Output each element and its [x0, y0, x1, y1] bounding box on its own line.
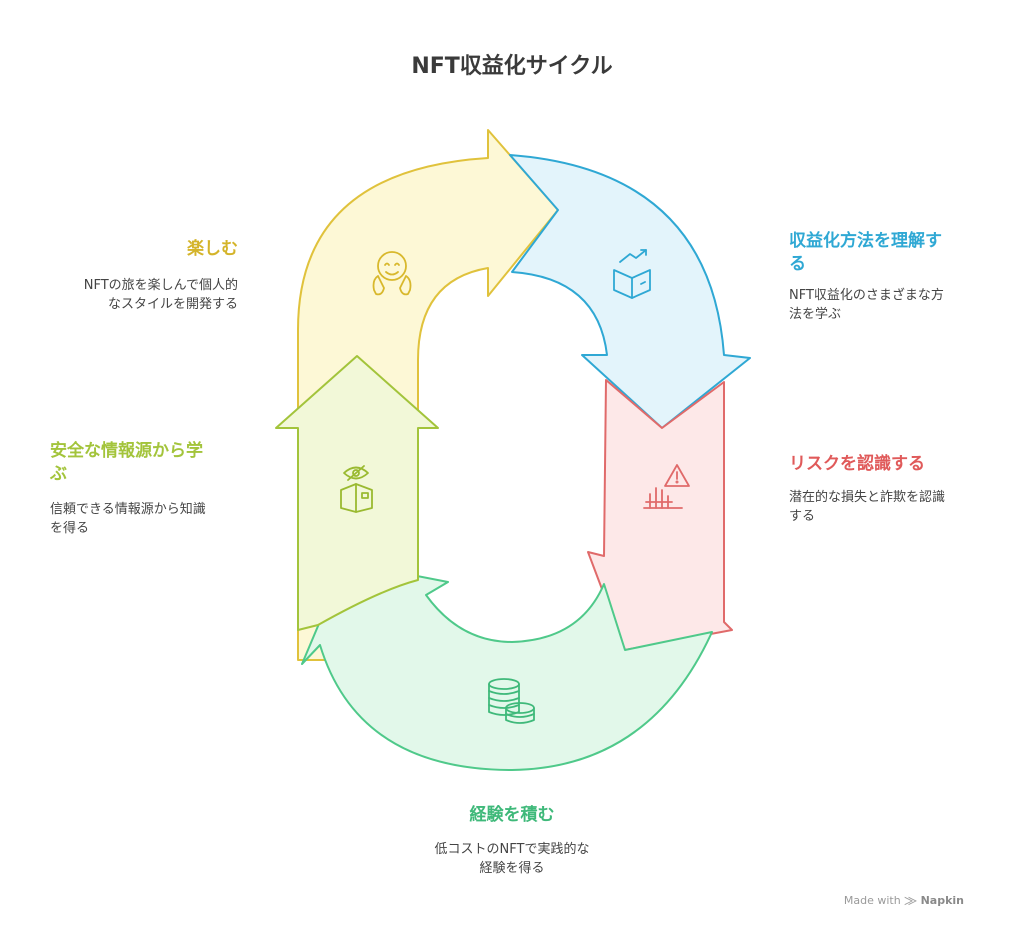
arrow-risk [587, 379, 733, 651]
stage-title-understand-line2: る [789, 254, 806, 274]
stage-desc-understand-line2: 法を学ぶ [789, 307, 842, 322]
page-title: NFT収益化サイクル [411, 54, 613, 79]
stage-desc-experience: 低コストのNFTで実践的な 経験を得る [392, 840, 632, 878]
stage-desc-understand-line1: NFT収益化のさまざまな方 [789, 288, 944, 303]
stage-desc-enjoy-line2: なスタイルを開発する [107, 297, 238, 312]
stage-title-experience: 経験を積む [469, 805, 555, 825]
stage-desc-learn-line1: 信頼できる情報源から知識 [50, 502, 206, 517]
stage-title-learn-line1: 安全な情報源から学 [50, 441, 203, 461]
coins-icon [488, 678, 535, 724]
napkin-logo-icon: ⨠ [904, 894, 918, 907]
eye-book-icon [340, 465, 373, 513]
stage-desc-learn: 信頼できる情報源から知識 を得る [50, 500, 250, 538]
stage-desc-enjoy-line1: NFTの旅を楽しんで個人的 [83, 278, 238, 293]
stage-title-risk: リスクを認識する [789, 454, 925, 474]
arrow-experience [301, 561, 713, 771]
stage-title-enjoy: 楽しむ [187, 239, 238, 259]
stage-desc-experience-line1: 低コストのNFTで実践的な [434, 842, 590, 857]
stage-desc-enjoy: NFTの旅を楽しんで個人的 なスタイルを開発する [30, 276, 238, 314]
watermark: Made with ⨠ Napkin [844, 894, 964, 908]
stage-title-understand-line1: 収益化方法を理解す [789, 231, 942, 251]
stage-desc-understand: NFT収益化のさまざまな方 法を学ぶ [789, 286, 989, 324]
stage-title-learn-line2: ぶ [50, 464, 67, 484]
hands-smile-icon [372, 251, 412, 296]
book-chart-icon [613, 249, 651, 299]
stage-desc-learn-line2: を得る [50, 521, 90, 536]
stage-desc-risk-line2: する [789, 509, 816, 524]
watermark-prefix: Made with [843, 894, 901, 907]
arrow-understand [509, 154, 751, 429]
stage-title-learn: 安全な情報源から学 ぶ [50, 440, 250, 486]
stage-title-understand: 収益化方法を理解す る [789, 230, 989, 276]
watermark-brand: Napkin [920, 894, 964, 907]
stage-desc-risk-line1: 潜在的な損失と詐欺を認識 [789, 490, 946, 505]
warning-hand-icon [643, 464, 690, 509]
stage-desc-experience-line2: 経験を得る [479, 861, 545, 876]
stage-desc-risk: 潜在的な損失と詐欺を認識 する [789, 488, 999, 526]
arrow-learn [275, 355, 439, 631]
